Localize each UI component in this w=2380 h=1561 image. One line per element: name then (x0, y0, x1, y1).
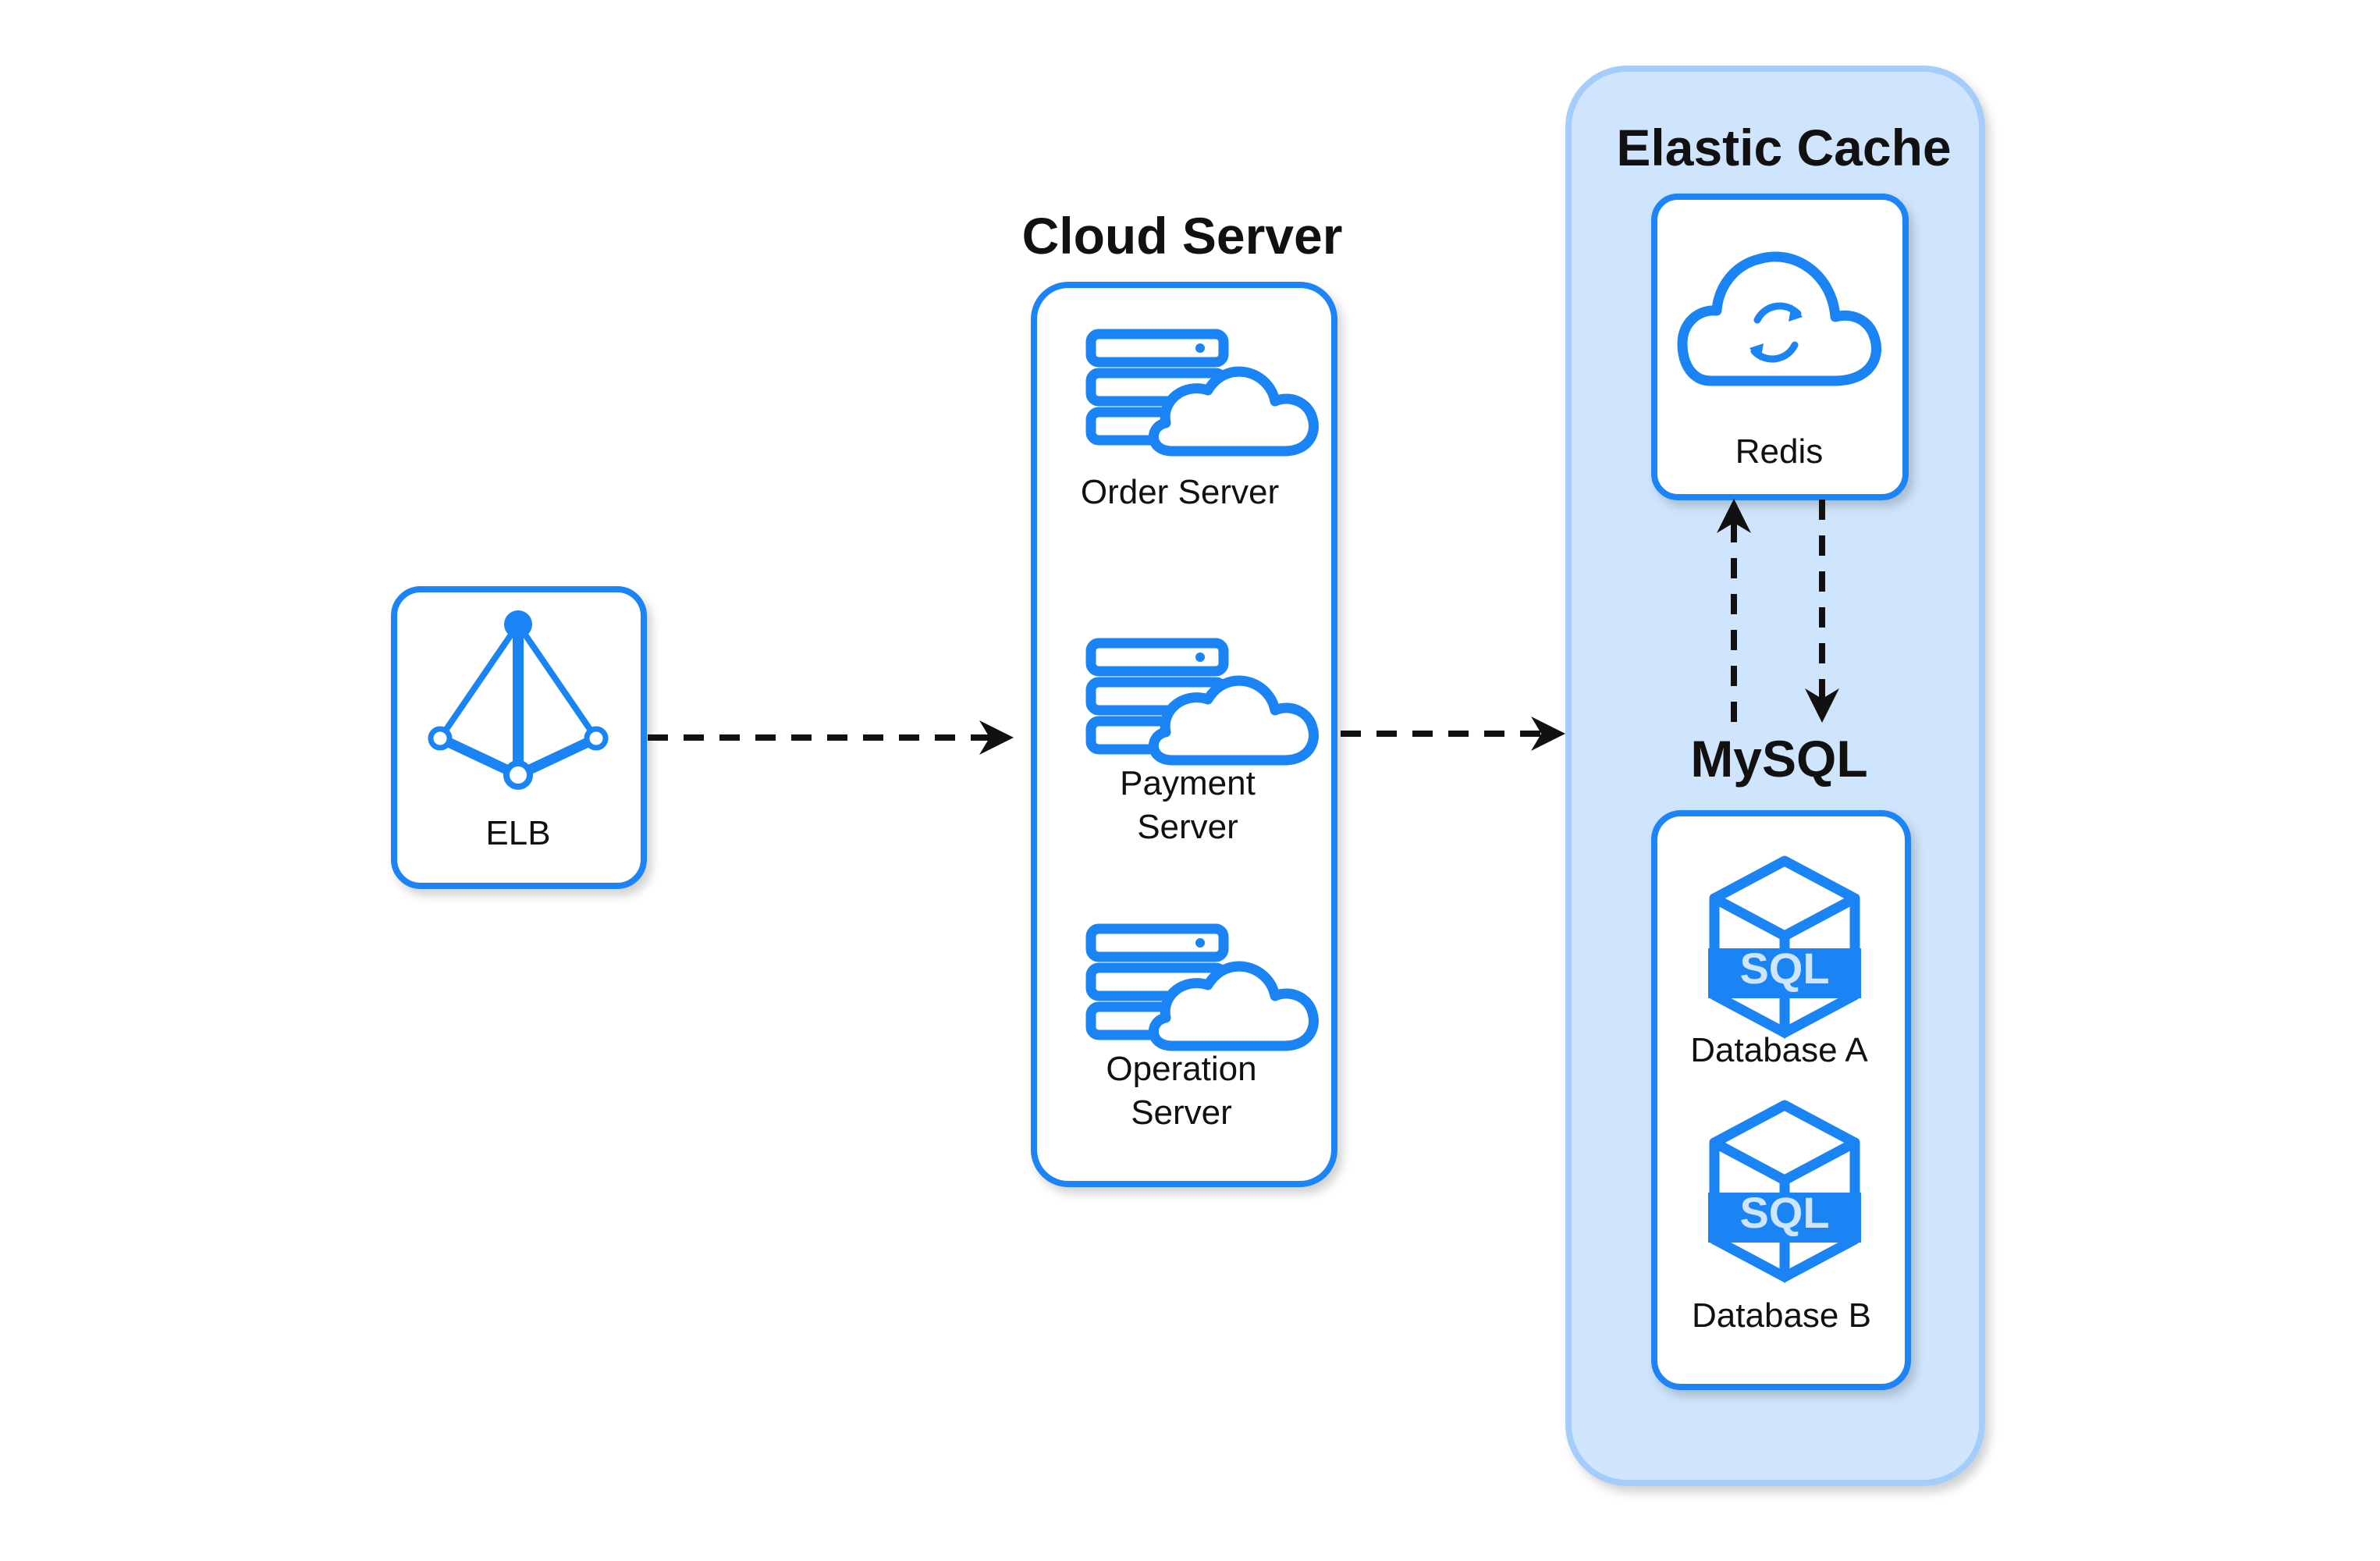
database-a[interactable]: SQL Database A (1690, 861, 1868, 1069)
payment-server-label-line2: Server (1137, 808, 1238, 846)
operation-server[interactable]: Operation Server (1091, 929, 1314, 1132)
elastic-cache-title: Elastic Cache (1616, 119, 1951, 176)
mysql-title: MySQL (1690, 730, 1867, 788)
sql-badge-text: SQL (1739, 1188, 1829, 1237)
redis-node[interactable]: Redis (1651, 194, 1909, 500)
database-a-label: Database A (1690, 1031, 1868, 1069)
database-b-label: Database B (1692, 1296, 1871, 1335)
elb-node[interactable]: ELB (391, 586, 647, 889)
operation-server-label-line1: Operation (1106, 1050, 1256, 1088)
load-balancer-icon (428, 610, 609, 790)
cloud-sync-icon (1677, 251, 1882, 386)
payment-server[interactable]: Payment Server (1091, 643, 1314, 846)
database-b[interactable]: SQL Database B (1692, 1105, 1871, 1335)
operation-server-label-line2: Server (1131, 1093, 1232, 1132)
cloud-server-title: Cloud Server (1022, 207, 1343, 265)
sql-badge-text: SQL (1739, 944, 1829, 993)
elb-label: ELB (485, 814, 550, 852)
redis-label: Redis (1735, 432, 1824, 471)
order-server[interactable]: Order Server (1081, 334, 1314, 511)
payment-server-label-line1: Payment (1120, 764, 1256, 802)
order-server-label: Order Server (1081, 473, 1279, 511)
